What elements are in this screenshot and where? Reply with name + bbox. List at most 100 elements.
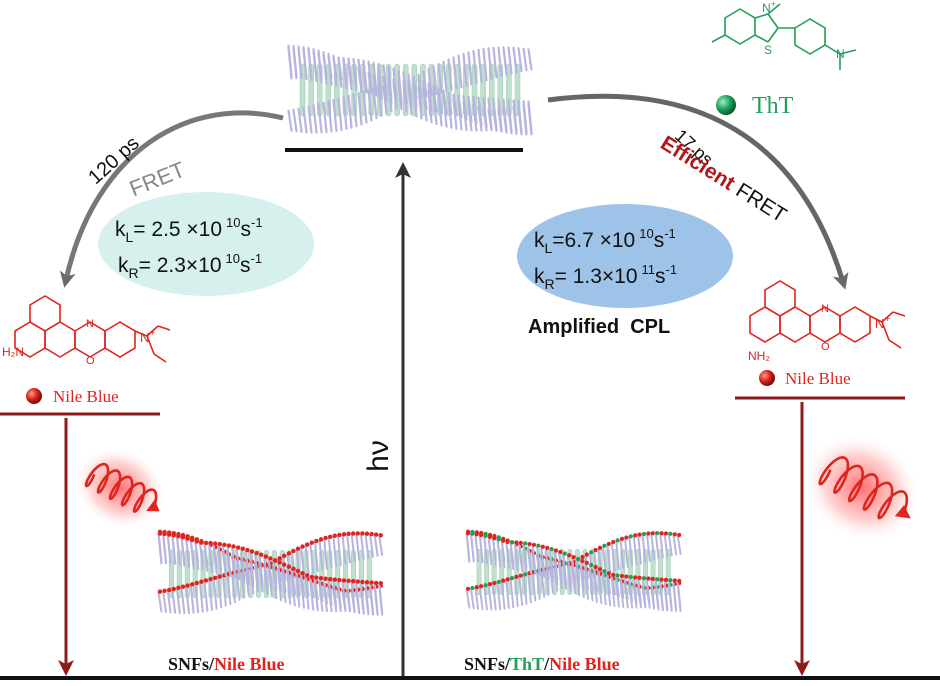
fiber-ribbon-strand xyxy=(372,87,378,120)
nile-blue-dot xyxy=(318,537,324,542)
nile-blue-dot xyxy=(360,531,365,536)
fiber-ribbon-strand xyxy=(672,580,678,611)
nile-blue-dot xyxy=(346,578,351,584)
tht-n-label: N xyxy=(836,47,845,61)
tht-dot xyxy=(655,577,660,582)
nile-blue-dot xyxy=(217,574,223,579)
nile-blue-dot xyxy=(309,574,315,580)
fiber-ribbon-strand xyxy=(412,75,418,108)
fiber-ribbon-strand xyxy=(663,580,669,611)
fiber-ribbon-strand xyxy=(540,569,546,598)
fiber-ribbon-strand xyxy=(615,540,620,571)
fiber-ribbon-strand xyxy=(427,82,433,112)
excitation-label: hν xyxy=(362,440,395,472)
fiber-ribbon-strand xyxy=(189,584,195,614)
nile-blue-dot xyxy=(286,564,292,569)
nile-blue-dot xyxy=(474,532,479,537)
fiber-ribbon-strand xyxy=(487,537,493,562)
fiber-ribbon-strand xyxy=(171,535,177,564)
fiber-ribbon-strand xyxy=(566,555,572,586)
fiber-ribbon-strand xyxy=(194,583,200,614)
tht-dot xyxy=(602,569,607,574)
nile-blue-dot xyxy=(157,531,163,536)
nile-blue-dot xyxy=(580,554,585,560)
fiber-ribbon-strand xyxy=(367,89,373,122)
tht-dot xyxy=(602,543,607,548)
fiber-ribbon-strand xyxy=(171,589,177,614)
fiber-ribbon-strand xyxy=(302,48,308,79)
nile-blue-dot xyxy=(350,531,356,536)
nile-blue-dot xyxy=(194,580,200,586)
tht-dot xyxy=(470,585,475,591)
tht-dot xyxy=(615,573,620,578)
left-nh2-label: H₂N xyxy=(2,345,24,359)
nile-blue-dot xyxy=(364,580,370,585)
nile-blue-dot xyxy=(212,541,218,546)
fiber-ribbon-strand xyxy=(337,535,342,566)
fiber-ribbon-strand xyxy=(588,565,594,591)
fiber-ribbon-strand xyxy=(637,578,642,606)
fiber-ribbon-strand xyxy=(602,571,607,594)
fiber-ribbon-strand xyxy=(487,47,493,80)
nile-blue-dot xyxy=(171,533,177,538)
fiber-ribbon-strand xyxy=(323,538,328,570)
fiber-ribbon-strand xyxy=(332,56,338,79)
tht-dot xyxy=(575,556,581,562)
nile-blue-dot xyxy=(637,575,642,580)
fiber-ribbon-strand xyxy=(291,569,296,595)
fiber-ribbon-strand xyxy=(350,581,356,613)
fiber-ribbon-strand xyxy=(417,77,423,110)
fiber-ribbon-strand xyxy=(277,562,282,592)
fiber-ribbon-strand xyxy=(323,579,328,605)
nile-blue-dot xyxy=(378,533,384,538)
fiber-ribbon-strand xyxy=(231,546,236,577)
nile-blue-dot xyxy=(203,578,209,583)
fiber-ribbon-strand xyxy=(287,46,293,80)
fiber-ribbon-strand xyxy=(295,571,301,596)
fiber-ribbon-strand xyxy=(176,588,181,615)
fiber-ribbon-strand xyxy=(337,56,343,81)
tht-dot xyxy=(536,543,541,548)
nile-blue-dot xyxy=(479,532,484,538)
fiber-ribbon-strand xyxy=(478,535,484,563)
fiber-ribbon-strand xyxy=(322,53,328,79)
right-fret-arrow xyxy=(547,93,849,290)
fiber-ribbon-strand xyxy=(505,579,510,610)
snf-nile-blue-fiber xyxy=(157,529,384,616)
tht-dot xyxy=(562,551,567,556)
fiber-ribbon-strand xyxy=(332,579,338,608)
fiber-ribbon-strand xyxy=(606,573,612,595)
fiber-ribbon-strand xyxy=(382,85,388,115)
fiber-ribbon-strand xyxy=(185,585,190,615)
fiber-ribbon-strand xyxy=(668,534,673,557)
fiber-ribbon-strand xyxy=(502,46,508,76)
fiber-ribbon-strand xyxy=(226,574,232,605)
fiber-ribbon-strand xyxy=(465,589,471,609)
nile-blue-dot xyxy=(360,579,365,585)
fiber-ribbon-strand xyxy=(474,587,480,610)
fiber-ribbon-strand xyxy=(457,94,463,119)
fiber-ribbon-strand xyxy=(309,543,315,574)
fiber-ribbon-strand xyxy=(654,579,660,610)
fiber-ribbon-strand xyxy=(517,47,523,73)
fiber-ribbon-strand xyxy=(527,48,533,71)
fiber-ribbon-strand xyxy=(180,587,186,615)
fiber-ribbon-strand xyxy=(327,537,333,569)
fiber-ribbon-strand xyxy=(367,60,373,93)
nile-blue-dot xyxy=(650,531,655,536)
fiber-ribbon-strand xyxy=(659,533,664,559)
fiber-ribbon-strand xyxy=(654,533,660,560)
fiber-ribbon-strand xyxy=(327,100,333,133)
fiber-ribbon-strand xyxy=(245,569,250,597)
fiber-ribbon-strand xyxy=(208,579,213,611)
fiber-ribbon-strand xyxy=(249,551,255,584)
fiber-ribbon-strand xyxy=(584,563,590,590)
tht-label: ThT xyxy=(752,93,794,119)
fiber-ribbon-strand xyxy=(437,62,443,94)
amplified-cpl-label: Amplified CPL xyxy=(528,316,670,338)
tht-dot xyxy=(615,538,620,543)
nile-blue-dot xyxy=(323,535,328,541)
nile-blue-dot xyxy=(327,576,333,582)
